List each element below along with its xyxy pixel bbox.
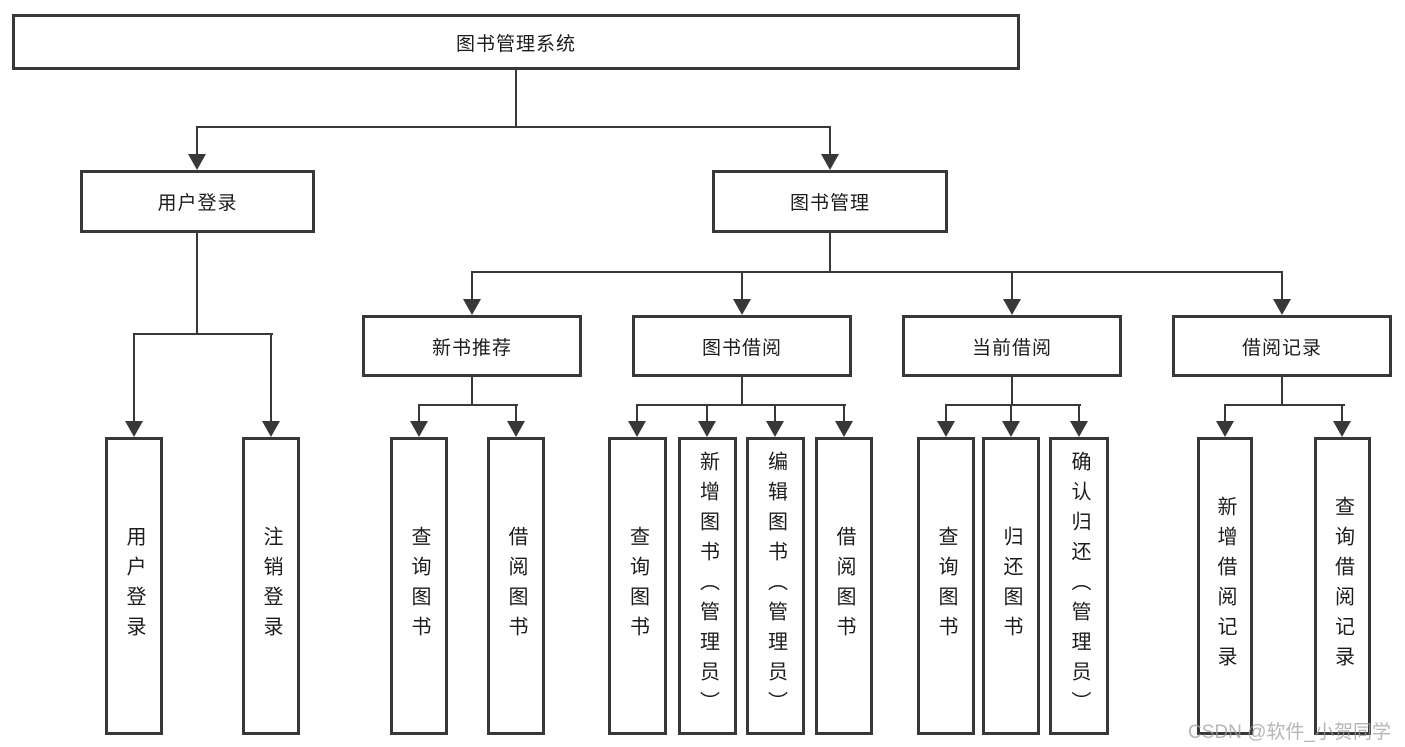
leaf-confirm-return-admin: 确认归还（管理员）: [1049, 437, 1109, 735]
node-label: 图书管理系统: [455, 33, 576, 55]
leaf-query-borrow-record: 查询借阅记录: [1314, 437, 1371, 735]
arrow-down-connector: [1003, 271, 1021, 315]
node-borrow-records: 借阅记录: [1172, 315, 1392, 377]
arrow-down-connector: [835, 404, 853, 437]
arrow-down-connector: [937, 404, 955, 437]
arrow-down-connector: [1002, 404, 1020, 437]
connector-line: [196, 232, 198, 334]
leaf-label: 借阅图书: [505, 526, 527, 646]
leaf-label: 查询图书: [626, 526, 649, 646]
connector-line: [1011, 376, 1013, 406]
node-label: 新书推荐: [431, 337, 512, 359]
arrow-down-connector: [1070, 404, 1088, 437]
arrow-down-connector: [1216, 404, 1234, 437]
connector-line: [1281, 376, 1283, 406]
arrow-down-connector: [1333, 404, 1351, 437]
connector-line: [133, 333, 273, 335]
connector-line: [196, 126, 831, 128]
connector-line: [471, 376, 473, 406]
leaf-label: 确认归还（管理员）: [1068, 451, 1090, 721]
leaf-label: 查询借阅记录: [1331, 496, 1354, 676]
leaf-label: 注销登录: [260, 526, 282, 646]
leaf-query-books-borrow: 查询图书: [608, 437, 667, 735]
leaf-borrow-books: 借阅图书: [815, 437, 873, 735]
leaf-query-books-current: 查询图书: [917, 437, 975, 735]
leaf-label: 归还图书: [1000, 526, 1022, 646]
arrow-down-connector: [125, 333, 143, 437]
leaf-label: 新增图书（管理员）: [696, 451, 719, 721]
leaf-label: 用户登录: [123, 526, 145, 646]
connector-line: [636, 404, 846, 406]
leaf-user-login: 用户登录: [105, 437, 163, 735]
node-label: 借阅记录: [1241, 337, 1322, 359]
node-book-management: 图书管理: [712, 170, 948, 233]
leaf-label: 编辑图书（管理员）: [764, 451, 787, 721]
connector-line: [515, 69, 517, 127]
leaf-label: 查询图书: [935, 526, 957, 646]
leaf-label: 查询图书: [408, 526, 430, 646]
leaf-query-books-recommend: 查询图书: [390, 437, 448, 735]
connector-line: [945, 404, 1081, 406]
node-label: 用户登录: [157, 193, 238, 214]
arrow-down-connector: [1273, 271, 1291, 315]
connector-line: [741, 376, 743, 406]
arrow-down-connector: [188, 126, 206, 170]
leaf-add-borrow-record: 新增借阅记录: [1197, 437, 1253, 735]
leaf-edit-book-admin: 编辑图书（管理员）: [746, 437, 805, 735]
arrow-down-connector: [698, 404, 716, 437]
connector-line: [829, 232, 831, 273]
node-label: 当前借阅: [971, 337, 1052, 359]
leaf-label: 新增借阅记录: [1214, 496, 1236, 676]
leaf-logout: 注销登录: [242, 437, 300, 735]
node-label: 图书借阅: [701, 337, 782, 359]
arrow-down-connector: [262, 333, 280, 437]
leaf-borrow-books-recommend: 借阅图书: [487, 437, 545, 735]
leaf-label: 借阅图书: [833, 526, 855, 646]
arrow-down-connector: [410, 404, 428, 437]
arrow-down-connector: [821, 126, 839, 170]
arrow-down-connector: [507, 404, 525, 437]
leaf-add-book-admin: 新增图书（管理员）: [678, 437, 737, 735]
node-user-login: 用户登录: [80, 170, 315, 233]
node-root: 图书管理系统: [12, 14, 1020, 70]
arrow-down-connector: [733, 271, 751, 315]
csdn-watermark: CSDN @软件_小贺同学: [1188, 722, 1391, 743]
node-book-borrow: 图书借阅: [632, 315, 852, 377]
node-current-borrow: 当前借阅: [902, 315, 1122, 377]
node-new-book-recommend: 新书推荐: [362, 315, 582, 377]
arrow-down-connector: [628, 404, 646, 437]
leaf-return-book: 归还图书: [982, 437, 1040, 735]
connector-line: [1224, 404, 1345, 406]
connector-line: [471, 271, 1283, 273]
arrow-down-connector: [463, 271, 481, 315]
connector-line: [418, 404, 518, 406]
arrow-down-connector: [766, 404, 784, 437]
node-label: 图书管理: [789, 193, 870, 214]
